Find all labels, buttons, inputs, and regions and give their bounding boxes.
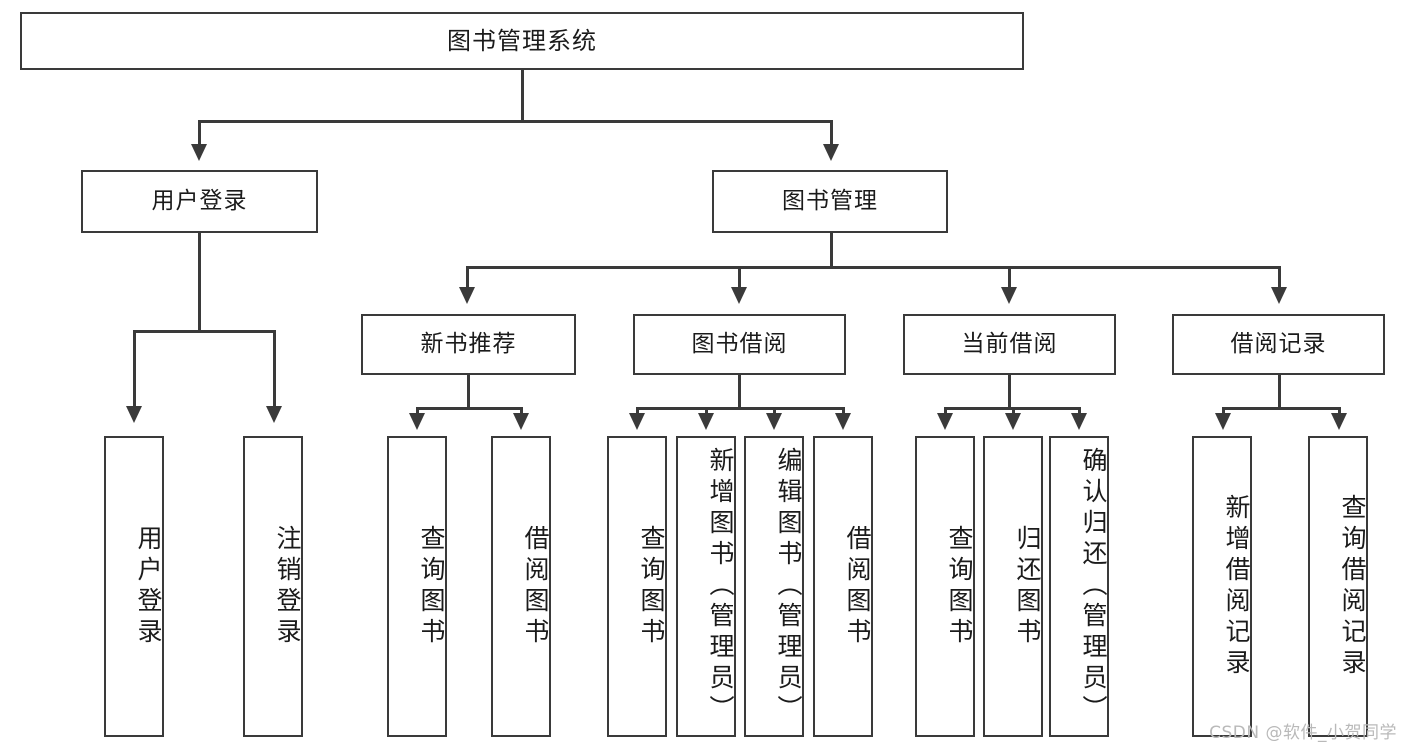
arrow-to-leaf-new-book-1 (513, 413, 529, 430)
connector-new-book-drop-2 (520, 407, 523, 415)
node-borrow-record[interactable]: 借阅记录 (1172, 314, 1385, 375)
leaf-book-borrow-3[interactable]: 借阅图书 (813, 436, 873, 737)
connector-book-borrow-drop-4 (842, 407, 845, 415)
connector-current-borrow-drop-2 (1012, 407, 1015, 415)
leaf-book-borrow-3-label: 借阅图书 (843, 524, 872, 649)
arrow-to-leaf-book-borrow-2 (766, 413, 782, 430)
leaf-new-book-1-label: 借阅图书 (521, 524, 550, 649)
connector-user-login-drop-2 (273, 330, 276, 408)
leaf-current-borrow-0[interactable]: 查询图书 (915, 436, 975, 737)
connector-root-stem (521, 70, 524, 122)
connector-borrow-record-stem (1278, 375, 1281, 409)
connector-borrow-record-drop-2 (1338, 407, 1341, 415)
node-current-borrow[interactable]: 当前借阅 (903, 314, 1116, 375)
connector-root-drop-2 (830, 120, 833, 145)
node-current-borrow-label: 当前借阅 (961, 330, 1058, 357)
leaf-book-borrow-2[interactable]: 编辑图书（管理员） (744, 436, 804, 737)
connector-l3-drop-4 (1278, 266, 1281, 288)
node-book-borrow[interactable]: 图书借阅 (633, 314, 846, 375)
arrow-to-leaf-book-borrow-3 (835, 413, 851, 430)
arrow-to-leaf-user-login-0 (126, 406, 142, 423)
leaf-user-login-1-label: 注销登录 (273, 524, 302, 649)
connector-new-book-bus (416, 407, 522, 410)
node-user-login[interactable]: 用户登录 (81, 170, 318, 233)
arrow-to-leaf-current-borrow-0 (937, 413, 953, 430)
arrow-to-book-manage (823, 144, 839, 161)
leaf-borrow-record-1[interactable]: 查询借阅记录 (1308, 436, 1368, 737)
connector-book-manage-stem (830, 233, 833, 268)
connector-new-book-drop-1 (416, 407, 419, 415)
leaf-borrow-record-0[interactable]: 新增借阅记录 (1192, 436, 1252, 737)
arrow-to-leaf-borrow-record-0 (1215, 413, 1231, 430)
leaf-current-borrow-1-label: 归还图书 (1013, 524, 1042, 649)
connector-root-bus (198, 120, 833, 123)
connector-borrow-record-bus (1222, 407, 1340, 410)
connector-l3-drop-2 (738, 266, 741, 288)
connector-book-manage-bus (466, 266, 1280, 269)
arrow-to-leaf-current-borrow-1 (1005, 413, 1021, 430)
leaf-current-borrow-2-label: 确认归还（管理员） (1079, 447, 1108, 726)
connector-current-borrow-drop-1 (944, 407, 947, 415)
arrow-to-leaf-book-borrow-1 (698, 413, 714, 430)
connector-book-borrow-stem (738, 375, 741, 409)
leaf-book-borrow-0-label: 查询图书 (637, 524, 666, 649)
connector-l3-drop-3 (1008, 266, 1011, 288)
leaf-book-borrow-1[interactable]: 新增图书（管理员） (676, 436, 736, 737)
arrow-to-leaf-book-borrow-0 (629, 413, 645, 430)
node-root-label: 图书管理系统 (447, 26, 597, 55)
connector-user-login-bus (133, 330, 276, 333)
leaf-borrow-record-1-label: 查询借阅记录 (1338, 493, 1367, 680)
connector-user-login-drop-1 (133, 330, 136, 408)
arrow-to-book-borrow (731, 287, 747, 304)
node-user-login-label: 用户登录 (151, 187, 248, 214)
arrow-to-current-borrow (1001, 287, 1017, 304)
connector-new-book-stem (467, 375, 470, 409)
node-borrow-record-label: 借阅记录 (1230, 330, 1327, 357)
leaf-borrow-record-0-label: 新增借阅记录 (1222, 493, 1251, 680)
arrow-to-leaf-current-borrow-2 (1071, 413, 1087, 430)
leaf-current-borrow-0-label: 查询图书 (945, 524, 974, 649)
connector-user-login-stem (198, 233, 201, 332)
arrow-to-borrow-record (1271, 287, 1287, 304)
leaf-new-book-0-label: 查询图书 (417, 524, 446, 649)
arrow-to-leaf-user-login-1 (266, 406, 282, 423)
connector-current-borrow-drop-3 (1078, 407, 1081, 415)
leaf-book-borrow-1-label: 新增图书（管理员） (706, 447, 735, 726)
node-new-book-label: 新书推荐 (420, 330, 517, 357)
leaf-book-borrow-2-label: 编辑图书（管理员） (774, 447, 803, 726)
arrow-to-new-book (459, 287, 475, 304)
leaf-new-book-1[interactable]: 借阅图书 (491, 436, 551, 737)
connector-book-borrow-drop-3 (773, 407, 776, 415)
leaf-book-borrow-0[interactable]: 查询图书 (607, 436, 667, 737)
connector-l3-drop-1 (466, 266, 469, 288)
node-book-borrow-label: 图书借阅 (691, 330, 788, 357)
leaf-current-borrow-2[interactable]: 确认归还（管理员） (1049, 436, 1109, 737)
connector-current-borrow-stem (1008, 375, 1011, 409)
connector-book-borrow-drop-1 (636, 407, 639, 415)
connector-borrow-record-drop-1 (1222, 407, 1225, 415)
node-book-manage[interactable]: 图书管理 (712, 170, 948, 233)
arrow-to-leaf-borrow-record-1 (1331, 413, 1347, 430)
node-book-manage-label: 图书管理 (782, 187, 878, 214)
leaf-current-borrow-1[interactable]: 归还图书 (983, 436, 1043, 737)
leaf-new-book-0[interactable]: 查询图书 (387, 436, 447, 737)
arrow-to-user-login (191, 144, 207, 161)
leaf-user-login-0[interactable]: 用户登录 (104, 436, 164, 737)
connector-book-borrow-bus (636, 407, 844, 410)
connector-root-drop-1 (198, 120, 201, 145)
node-root[interactable]: 图书管理系统 (20, 12, 1024, 70)
node-new-book[interactable]: 新书推荐 (361, 314, 576, 375)
leaf-user-login-0-label: 用户登录 (134, 524, 163, 649)
arrow-to-leaf-new-book-0 (409, 413, 425, 430)
leaf-user-login-1[interactable]: 注销登录 (243, 436, 303, 737)
connector-book-borrow-drop-2 (705, 407, 708, 415)
